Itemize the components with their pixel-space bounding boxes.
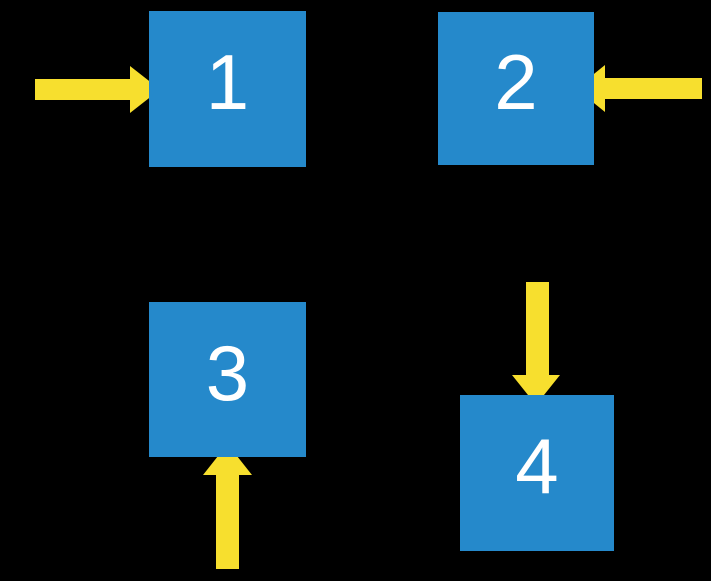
left-arrow-icon <box>576 65 702 112</box>
box-1-number: 1 <box>205 38 250 126</box>
box-3-number: 3 <box>205 328 250 417</box>
box-1: 1 <box>149 11 306 167</box>
box-3: 3 <box>149 302 306 457</box>
up-arrow-icon <box>203 444 252 569</box>
down-arrow-icon <box>512 282 560 405</box>
box-4: 4 <box>460 395 614 551</box>
box-4-number: 4 <box>515 422 559 510</box>
box-2: 2 <box>438 12 594 165</box>
box-2-number: 2 <box>494 37 538 126</box>
right-arrow-icon <box>35 66 160 113</box>
